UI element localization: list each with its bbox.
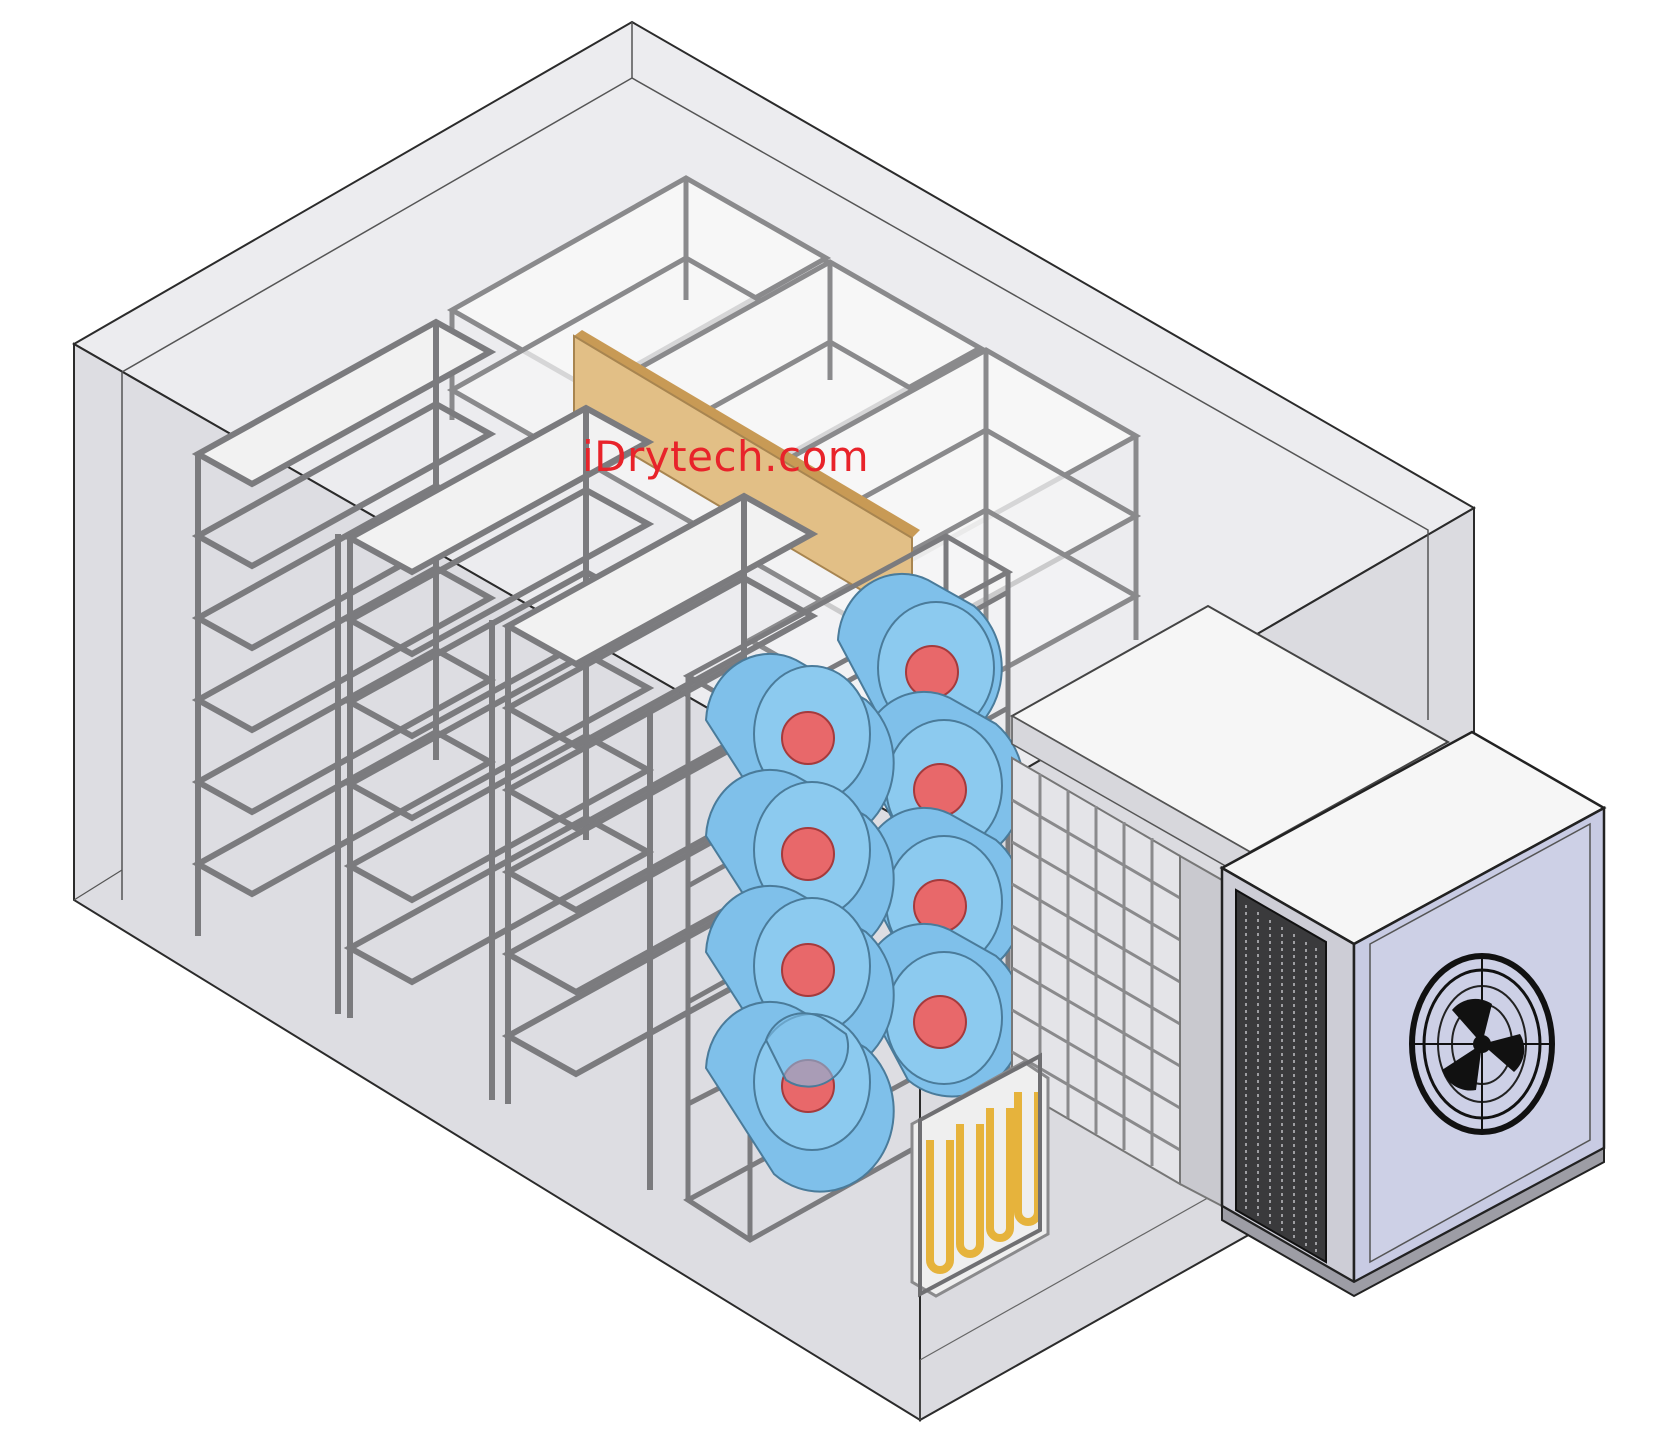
circulation-fan-9: [764, 1012, 849, 1088]
indoor-duct-box: [1009, 604, 1451, 882]
outdoor-heat-pump-unit: [1219, 730, 1607, 1298]
heater-coil-assembly: [910, 1052, 1050, 1298]
air-grille-wall: [1011, 756, 1223, 1208]
condenser-fan-icon: [1409, 953, 1555, 1135]
circulation-fans: [704, 572, 1025, 1193]
storage-rack-front-2: [343, 404, 655, 1100]
circulation-fan-4: [858, 922, 1025, 1098]
condenser-coil-grille: [1235, 888, 1327, 1264]
watermark-text: iDrytech.com: [582, 432, 870, 481]
